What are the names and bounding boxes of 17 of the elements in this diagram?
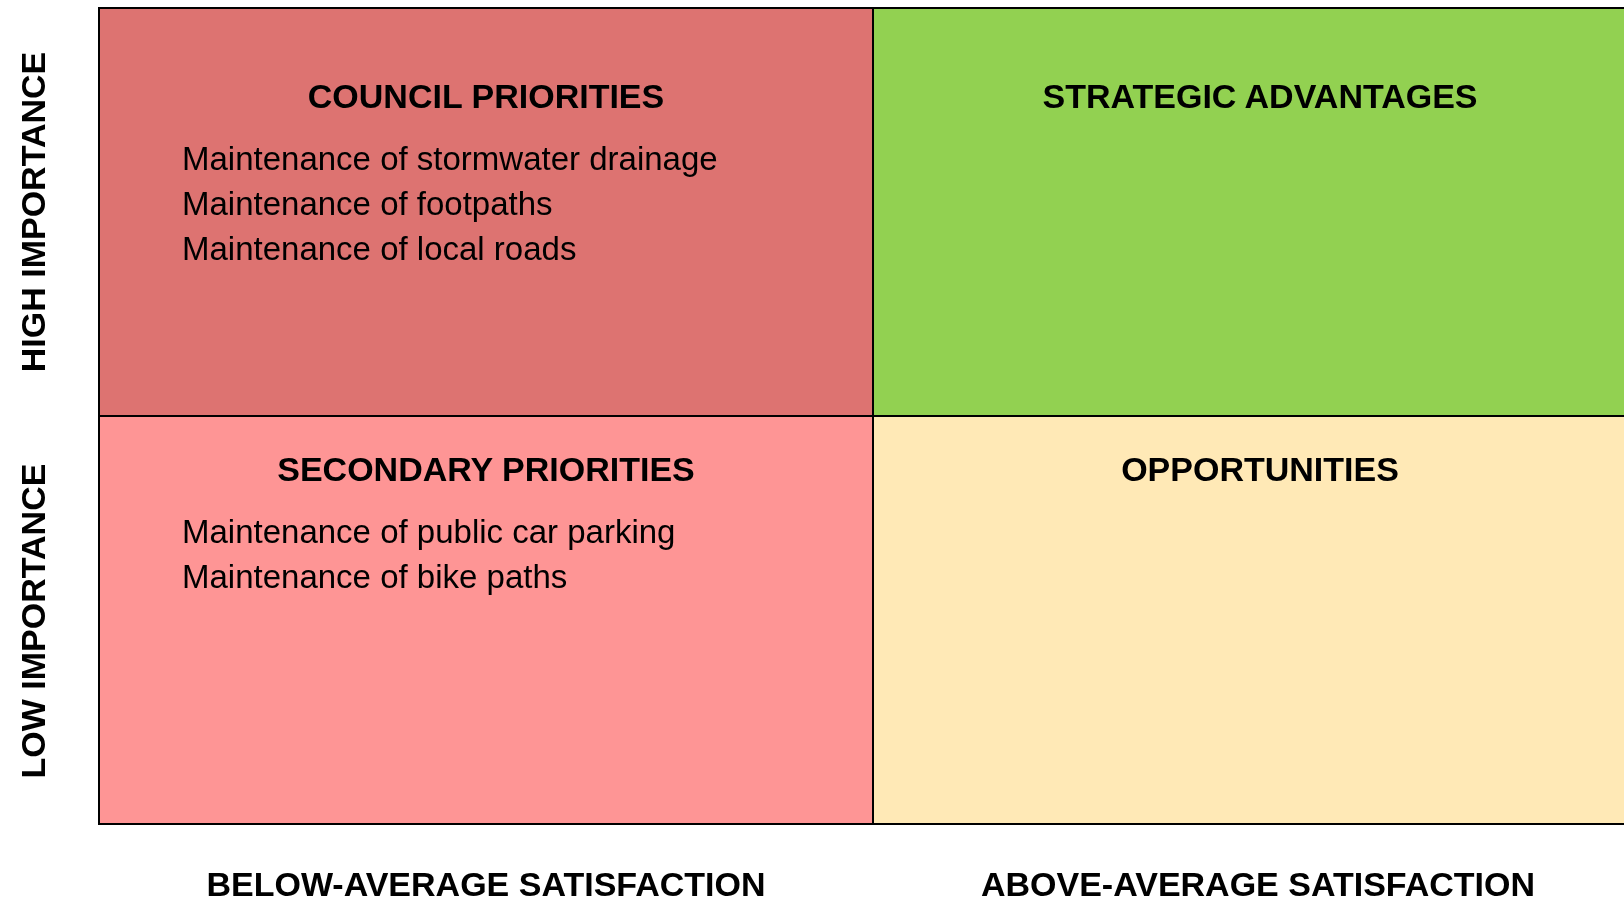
quadrant-heading: SECONDARY PRIORITIES (277, 450, 695, 489)
quadrant (98, 415, 874, 825)
list-item: Maintenance of stormwater drainage (182, 139, 718, 179)
quadrant-heading: COUNCIL PRIORITIES (307, 77, 665, 116)
axis-label: HIGH IMPORTANCE (13, 51, 53, 373)
quadrant (98, 7, 874, 417)
list-item: Maintenance of public car parking (182, 512, 676, 552)
axis-label: ABOVE-AVERAGE SATISFACTION (980, 864, 1536, 900)
quadrant-heading: OPPORTUNITIES (1121, 450, 1399, 489)
axis-label: BELOW-AVERAGE SATISFACTION (206, 864, 766, 900)
quadrant (872, 7, 1624, 417)
list-item: Maintenance of local roads (182, 229, 577, 269)
list-item: Maintenance of footpaths (182, 184, 553, 224)
list-item: Maintenance of bike paths (182, 557, 568, 597)
quadrant (872, 415, 1624, 825)
quadrant-heading: STRATEGIC ADVANTAGES (1042, 77, 1478, 116)
axis-label: LOW IMPORTANCE (13, 463, 53, 779)
